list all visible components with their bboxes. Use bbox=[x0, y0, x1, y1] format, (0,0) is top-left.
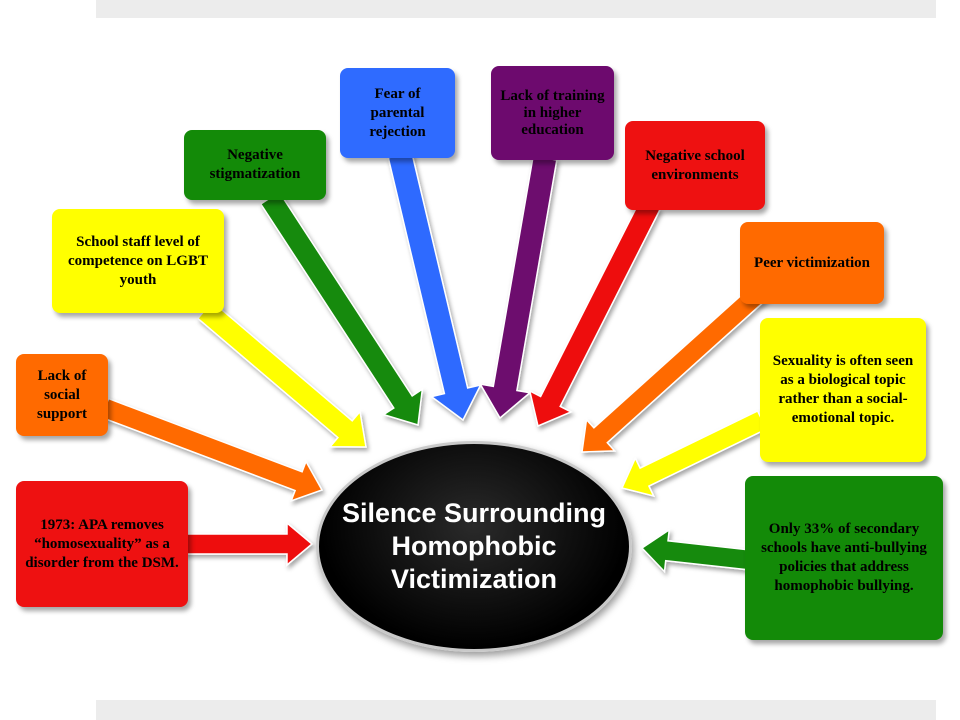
factor-box-lack-social-support: Lack of social support bbox=[16, 354, 108, 436]
arrow-lack-social-support bbox=[100, 397, 324, 503]
factor-text-lack-social-support: Lack of social support bbox=[36, 367, 88, 422]
arrow-training-higher-ed bbox=[478, 155, 558, 420]
factor-text-peer-victimization: Peer victimization bbox=[754, 254, 870, 271]
factor-text-training-higher-ed: Lack of training in higher education bbox=[500, 87, 605, 138]
arrow-staff-competence bbox=[196, 300, 367, 448]
central-topic-ellipse: Silence Surrounding Homophobic Victimiza… bbox=[316, 441, 632, 652]
factor-text-anti-bullying-policies: Only 33% of secondary schools have anti-… bbox=[761, 521, 927, 594]
factor-box-staff-competence: School staff level of competence on LGBT… bbox=[52, 209, 224, 313]
factor-box-negative-stigmatization: Negative stigmatization bbox=[184, 130, 326, 200]
factor-text-parental-rejection: Fear of parental rejection bbox=[369, 85, 426, 140]
factor-text-apa-1973: 1973: APA removes “homosexuality” as a d… bbox=[25, 516, 179, 571]
factor-box-sexuality-biological: Sexuality is often seen as a biological … bbox=[760, 318, 926, 462]
top-band bbox=[96, 0, 936, 18]
arrow-sexuality-biological bbox=[620, 409, 768, 498]
factor-box-apa-1973: 1973: APA removes “homosexuality” as a d… bbox=[16, 481, 188, 607]
factor-text-sexuality-biological: Sexuality is often seen as a biological … bbox=[772, 353, 914, 426]
factor-box-parental-rejection: Fear of parental rejection bbox=[340, 68, 455, 158]
factor-text-negative-school-env: Negative school environments bbox=[645, 147, 745, 183]
bottom-band bbox=[96, 700, 936, 720]
arrow-parental-rejection bbox=[387, 151, 482, 422]
factor-box-training-higher-ed: Lack of training in higher education bbox=[491, 66, 614, 160]
factor-box-negative-school-env: Negative school environments bbox=[625, 121, 765, 210]
arrow-negative-school-env bbox=[528, 198, 661, 428]
arrow-negative-stigmatization bbox=[259, 190, 424, 426]
factor-text-negative-stigmatization: Negative stigmatization bbox=[209, 147, 301, 182]
arrow-peer-victimization bbox=[581, 281, 770, 453]
central-topic-text: Silence Surrounding Homophobic Victimiza… bbox=[341, 498, 607, 594]
arrow-anti-bullying-policies bbox=[640, 528, 752, 574]
factor-text-staff-competence: School staff level of competence on LGBT… bbox=[68, 233, 208, 288]
factor-box-anti-bullying-policies: Only 33% of secondary schools have anti-… bbox=[745, 476, 943, 640]
arrow-apa-1973 bbox=[184, 521, 314, 567]
factor-box-peer-victimization: Peer victimization bbox=[740, 222, 884, 304]
